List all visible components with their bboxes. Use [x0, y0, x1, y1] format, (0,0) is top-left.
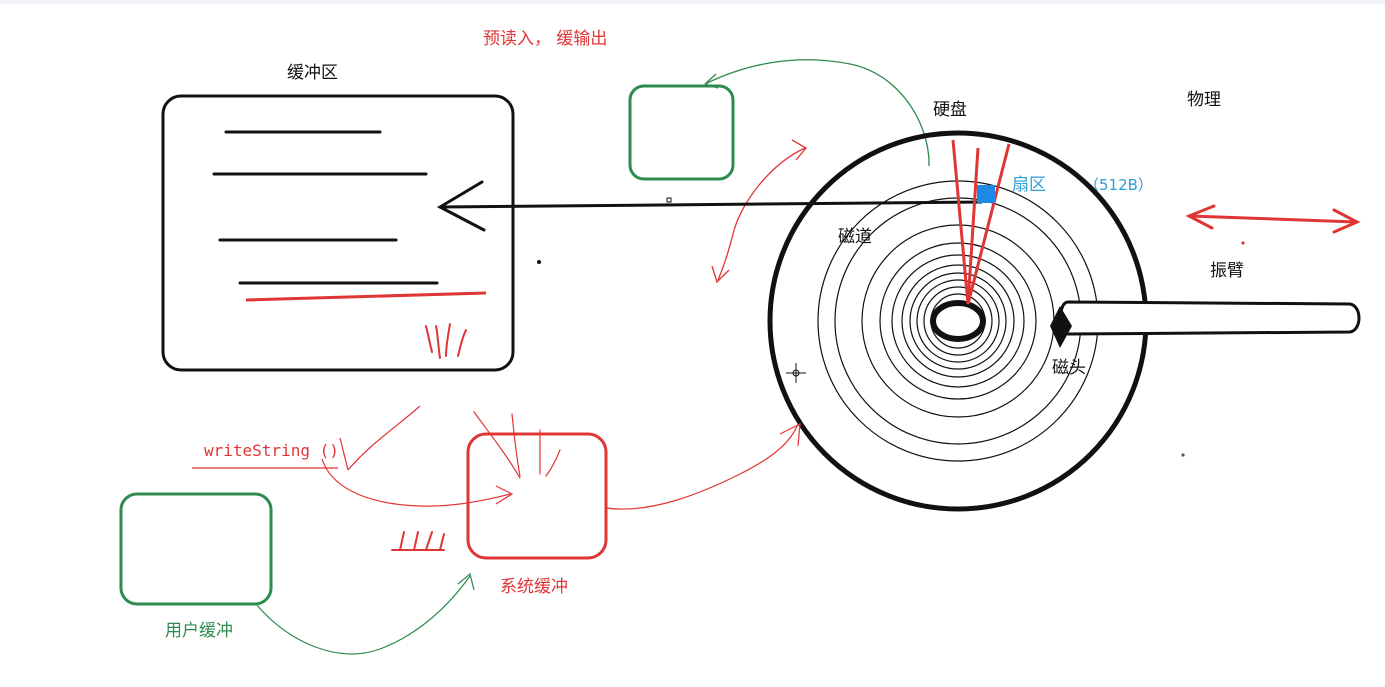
- diagram-canvas: 预读入， 缓输出 缓冲区 硬盘 物理: [0, 4, 1385, 687]
- write-to-system-arrow: [321, 458, 511, 507]
- system-buffer-hatch: [391, 531, 445, 551]
- buffer-hatch-marks: [425, 323, 467, 359]
- red-curve-read-head-top: [791, 139, 807, 161]
- red-tick-stroke-short: [339, 437, 349, 471]
- system-to-disk-arrow-head: [779, 422, 801, 447]
- track-ring-5: [891, 254, 1025, 388]
- sector-block: [977, 185, 995, 203]
- buffer-lines: [212, 130, 439, 285]
- read-ahead-box: [628, 84, 735, 181]
- track-ring-8: [916, 279, 1000, 363]
- stray-dot: [537, 260, 541, 264]
- write-function-label: writeString (): [204, 441, 339, 460]
- system-to-disk-arrow: [605, 423, 799, 510]
- disk-spindle: [930, 300, 986, 342]
- user-to-system-arrow-head: [457, 572, 475, 591]
- physical-label: 物理: [1187, 90, 1221, 110]
- small-square: [666, 197, 672, 203]
- system-buffer-label: 系统缓冲: [500, 577, 568, 597]
- red-curve-read: [717, 147, 806, 281]
- red-curve-read-head-bottom: [711, 265, 730, 284]
- green-arrow-top: [704, 59, 930, 167]
- read-arrow-shaft: [439, 200, 983, 209]
- red-tick-stroke: [347, 405, 421, 471]
- head-label: 磁头: [1052, 358, 1086, 378]
- disk-label: 硬盘: [933, 100, 967, 120]
- arm-label: 振臂: [1210, 261, 1244, 281]
- green-arrow-top-head: [704, 73, 719, 89]
- sector-size-label: （512B）: [1084, 176, 1153, 194]
- swing-arrow-left-head: [1185, 204, 1216, 230]
- write-to-system-arrow-head: [495, 485, 514, 505]
- track-label: 磁道: [838, 227, 872, 247]
- user-buffer-box: [119, 492, 273, 606]
- preread-label: 预读入， 缓输出: [483, 29, 607, 49]
- buffer-label: 缓冲区: [287, 63, 338, 83]
- grey-dot: [1181, 453, 1185, 457]
- actuator-arm: [1059, 300, 1361, 336]
- track-ring-9: [923, 286, 993, 356]
- buffer-red-line: [245, 291, 487, 302]
- track-ring-4: [879, 242, 1037, 400]
- buffer-box: [161, 94, 515, 372]
- swing-arrow-shaft: [1189, 214, 1357, 224]
- track-ring-7: [909, 272, 1007, 370]
- swing-arrow-right-head: [1332, 208, 1361, 234]
- red-dot: [1241, 241, 1245, 245]
- sector-lines: [951, 139, 1011, 305]
- sector-label: 扇区: [1012, 175, 1046, 195]
- user-to-system-arrow: [255, 575, 471, 655]
- user-buffer-label: 用户缓冲: [165, 621, 233, 641]
- system-buffer-box: [466, 432, 608, 560]
- diagram-svg: 预读入， 缓输出 缓冲区 硬盘 物理: [119, 29, 1361, 655]
- track-ring-6: [901, 264, 1015, 378]
- track-ring-3: [861, 224, 1055, 418]
- crosshair-icon: [786, 363, 806, 383]
- read-write-head: [1050, 306, 1072, 348]
- system-buffer-strokes: [473, 411, 561, 479]
- read-arrow-head: [436, 180, 486, 232]
